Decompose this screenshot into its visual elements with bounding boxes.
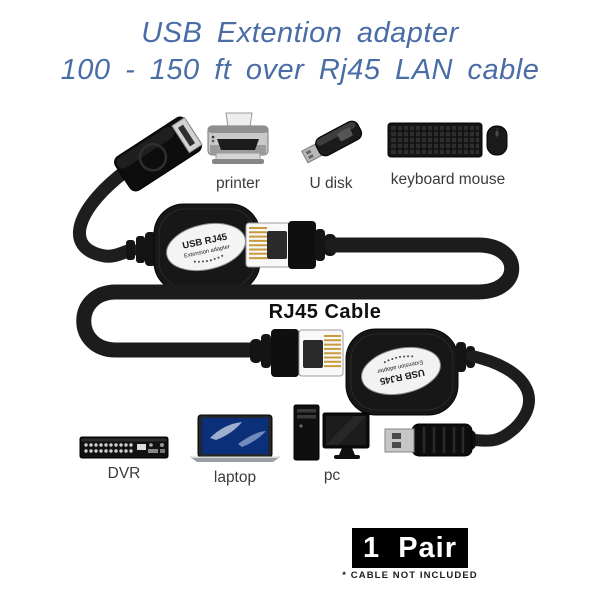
dvr-ports [84, 443, 133, 453]
page-title: USB Extention adapter 100 - 150 ft over … [0, 15, 600, 89]
usb-female-cable [73, 163, 139, 263]
device-label: laptop [213, 469, 257, 486]
device-laptop: laptop [188, 414, 282, 487]
rj45-plug-bottom [250, 329, 344, 377]
device-pc: pc [292, 402, 372, 485]
device-dvr: DVR [79, 434, 169, 483]
adapter-label-dots [193, 254, 224, 263]
keyboard-mouse-icon [387, 122, 508, 158]
device-printer: printer [198, 112, 278, 193]
title-line-1: USB Extention adapter [141, 17, 459, 49]
device-label: U disk [309, 175, 353, 192]
adapter-oval-label: USB RJ45 Extension adapter [361, 346, 441, 396]
device-label: DVR [107, 465, 141, 482]
usb-flash-drive-icon [301, 120, 363, 164]
title-line-2: 100 - 150 ft over Rj45 LAN cable [60, 54, 540, 86]
device-u-disk: U disk [299, 116, 363, 193]
device-keyboard-mouse: keyboard mouse [386, 118, 510, 189]
usb-male-ridges [422, 427, 465, 453]
pc-tower-monitor-icon [293, 404, 370, 461]
adapter-oval-label: USB RJ45 Extension adapter [166, 222, 246, 272]
device-label: keyboard mouse [390, 171, 506, 188]
cable-not-included-note: * CABLE NOT INCLUDED [342, 570, 478, 581]
usb-extender-adapter-bottom: USB RJ45 Extension adapter [345, 328, 475, 416]
usb-male-cable [466, 350, 535, 447]
usb-female-connector-icon [114, 116, 203, 192]
device-label: printer [216, 175, 260, 192]
dvr-icon [79, 436, 169, 459]
adapter-top-strain-relief [126, 232, 156, 266]
laptop-icon [190, 414, 280, 462]
rj45-gold-pins [249, 227, 267, 260]
pair-count-badge: 1 Pair [352, 528, 468, 568]
usb-extender-adapter-top: USB RJ45 Extension adapter [153, 203, 261, 293]
rj45-cable-label: RJ45 Cable [268, 301, 382, 323]
rj45-plug-top [245, 221, 336, 269]
usb-male-connector-icon [384, 423, 476, 457]
rj45-cable [76, 237, 520, 358]
rj45-gold-pins [324, 335, 341, 368]
adapter-label-dots [383, 355, 414, 364]
device-label: pc [323, 467, 341, 484]
printer-icon [207, 112, 269, 164]
